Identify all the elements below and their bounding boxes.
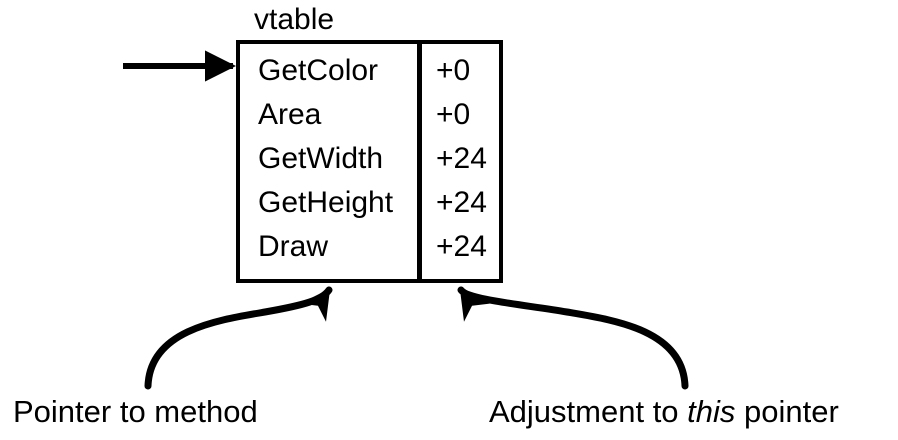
right-label-prefix: Adjustment to xyxy=(489,394,688,429)
right-label-emphasis: this xyxy=(687,394,736,429)
row-offset-value: +0 xyxy=(436,98,471,131)
vtable-caption: vtable xyxy=(254,3,335,36)
row-method-name: GetWidth xyxy=(258,142,384,175)
vtable-rows: GetColor +0 Area +0 GetWidth +24 GetHeig… xyxy=(240,40,499,283)
left-callout-label: Pointer to method xyxy=(13,394,258,429)
row-offset-value: +24 xyxy=(436,230,487,263)
table-row: Draw +24 xyxy=(240,225,499,269)
table-row: GetHeight +24 xyxy=(240,181,499,225)
right-label-suffix: pointer xyxy=(735,394,839,429)
row-offset-value: +24 xyxy=(436,142,487,175)
row-method-name: GetColor xyxy=(258,54,379,87)
row-offset-value: +0 xyxy=(436,54,471,87)
right-callout-arrow xyxy=(457,286,689,390)
row-method-name: GetHeight xyxy=(258,186,394,219)
row-method-name: Area xyxy=(258,98,322,131)
row-method-name: Draw xyxy=(258,230,329,263)
table-row: GetWidth +24 xyxy=(240,137,499,181)
table-row: GetColor +0 xyxy=(240,49,499,93)
table-row: Area +0 xyxy=(240,93,499,137)
column-divider xyxy=(417,40,422,283)
row-offset-value: +24 xyxy=(436,186,487,219)
vtable-box: GetColor +0 Area +0 GetWidth +24 GetHeig… xyxy=(236,40,503,283)
left-callout-arrow xyxy=(144,286,333,390)
right-callout-label: Adjustment to this pointer xyxy=(489,394,839,430)
